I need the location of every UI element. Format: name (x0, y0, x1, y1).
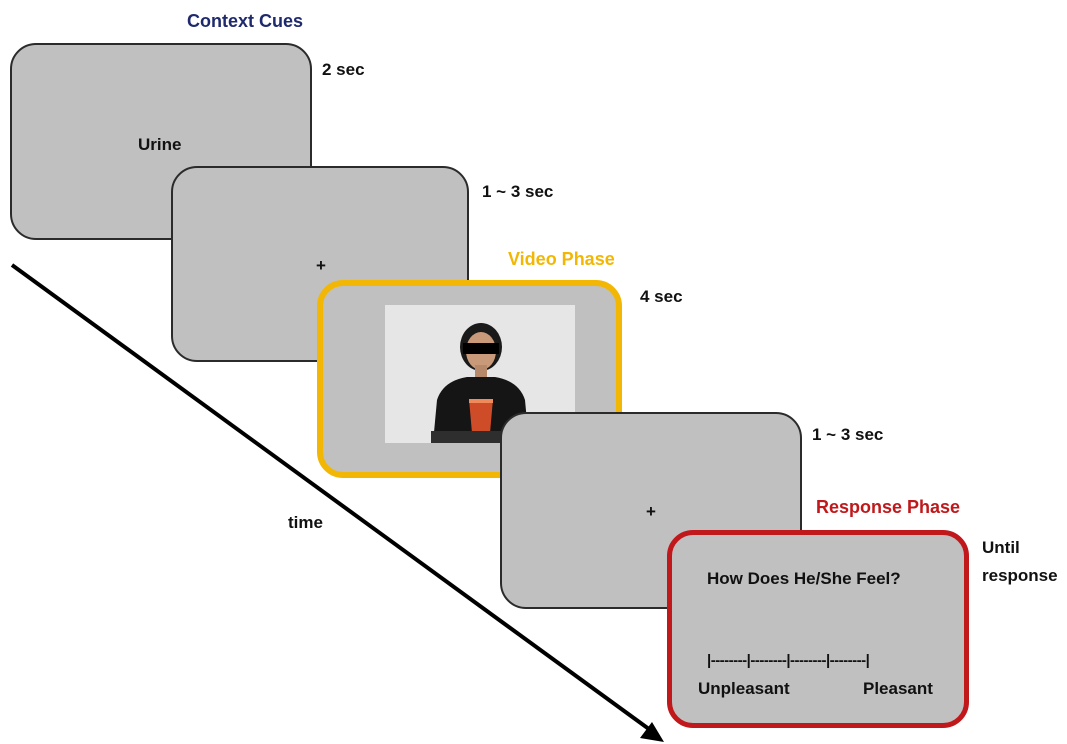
fixation-1-duration: 1 ~ 3 sec (482, 182, 554, 201)
response-duration-line1: Until (982, 538, 1020, 557)
cue-duration: 2 sec (322, 60, 365, 79)
cue-word: Urine (138, 135, 182, 154)
response-phase-label: Response Phase (816, 497, 961, 517)
video-duration: 4 sec (640, 287, 683, 306)
fixation-cross-1: + (316, 256, 326, 275)
fixation-cross-2: + (646, 502, 656, 521)
rating-right-anchor: Pleasant (863, 679, 933, 698)
video-screen (317, 280, 622, 478)
video-phase-label: Video Phase (508, 249, 615, 269)
context-cues-label: Context Cues (187, 11, 304, 31)
fixation-2-duration: 1 ~ 3 sec (812, 425, 884, 444)
rating-question: How Does He/She Feel? (707, 569, 901, 588)
rating-left-anchor: Unpleasant (698, 679, 790, 698)
rating-scale: |--------|--------|--------|--------| (707, 652, 870, 669)
time-label: time (288, 513, 323, 532)
response-screen: How Does He/She Feel? |--------|--------… (667, 530, 969, 728)
response-duration-line2: response (982, 566, 1058, 585)
